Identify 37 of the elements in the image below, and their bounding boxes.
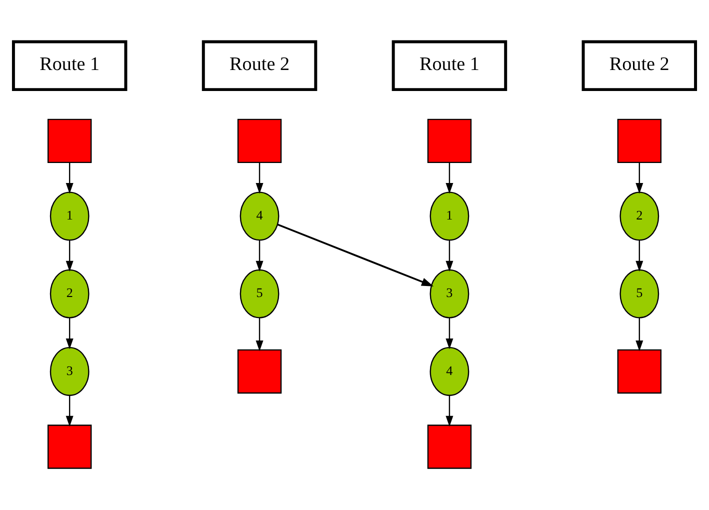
node-box bbox=[48, 424, 92, 469]
node-ellipse: 2 bbox=[620, 192, 660, 241]
arrow bbox=[446, 318, 454, 350]
arrow bbox=[66, 396, 74, 427]
node-ellipse: 3 bbox=[50, 346, 90, 396]
arrow bbox=[636, 318, 644, 352]
node-ellipse: 5 bbox=[240, 269, 280, 318]
arrow bbox=[66, 318, 74, 350]
node-box bbox=[237, 118, 282, 164]
node-ellipse: 5 bbox=[620, 269, 660, 318]
arrow bbox=[446, 240, 454, 272]
node-box bbox=[617, 118, 662, 164]
arrow bbox=[256, 318, 264, 352]
node-box: Route 1 bbox=[12, 40, 128, 92]
arrow bbox=[66, 162, 74, 194]
node-ellipse: 1 bbox=[430, 192, 470, 241]
node-box bbox=[427, 118, 472, 164]
node-box bbox=[237, 349, 282, 394]
node-box bbox=[427, 424, 472, 469]
node-ellipse: 2 bbox=[50, 269, 90, 318]
arrow bbox=[636, 162, 644, 194]
node-box bbox=[48, 118, 92, 164]
node-box: Route 2 bbox=[582, 40, 698, 92]
arrow bbox=[446, 396, 454, 427]
arrow bbox=[277, 224, 434, 286]
node-ellipse: 4 bbox=[430, 346, 470, 396]
node-ellipse: 1 bbox=[50, 192, 90, 241]
arrow bbox=[636, 240, 644, 272]
node-ellipse: 3 bbox=[430, 269, 470, 318]
node-box: Route 2 bbox=[202, 40, 318, 92]
node-box bbox=[617, 349, 662, 394]
arrow bbox=[446, 162, 454, 194]
arrow bbox=[66, 240, 74, 272]
node-box: Route 1 bbox=[392, 40, 508, 92]
arrow bbox=[256, 162, 264, 194]
node-ellipse: 4 bbox=[240, 192, 280, 241]
arrow bbox=[256, 240, 264, 272]
